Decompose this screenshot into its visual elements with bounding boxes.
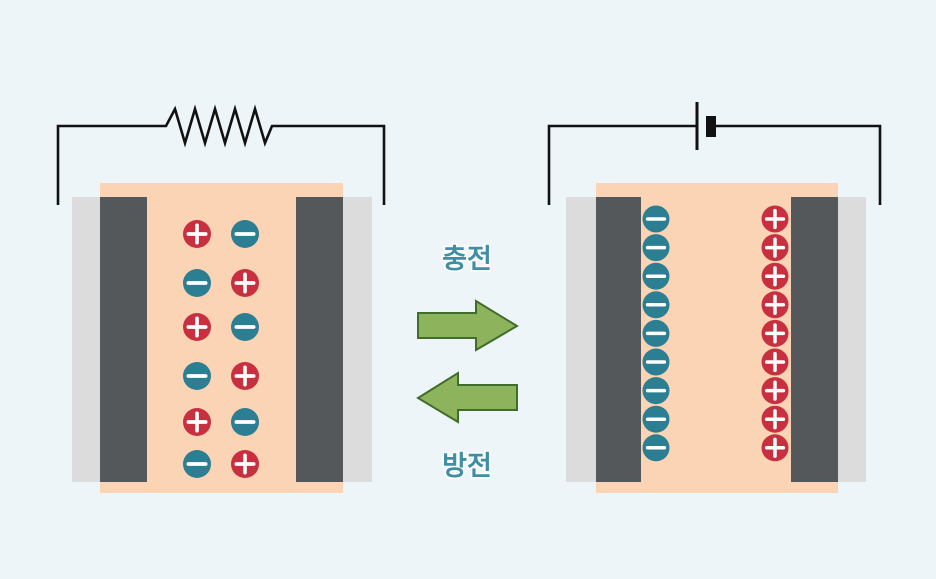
left-cell-electrode-left xyxy=(100,197,147,482)
minus-circle-icon xyxy=(231,408,259,436)
plus-circle-icon xyxy=(761,348,789,376)
plus-circle-icon xyxy=(231,362,259,390)
minus-circle-icon xyxy=(183,362,211,390)
plus-circle-icon xyxy=(761,405,789,433)
right-cell-collector-left xyxy=(566,197,596,482)
charge-label: 충전 xyxy=(442,244,492,275)
right-cell-electrode-right xyxy=(791,197,838,482)
left-cell-electrode-right xyxy=(296,197,343,482)
minus-circle-icon xyxy=(642,234,670,262)
minus-circle-icon xyxy=(642,262,670,290)
plus-circle-icon xyxy=(183,220,211,248)
minus-circle-icon xyxy=(183,269,211,297)
minus-circle-icon xyxy=(642,348,670,376)
right-cell-ions xyxy=(642,205,789,462)
left-cell-collector-right xyxy=(342,197,372,482)
discharge-label: 방전 xyxy=(442,451,492,482)
minus-circle-icon xyxy=(642,434,670,462)
plus-circle-icon xyxy=(231,450,259,478)
left-cell-collector-left xyxy=(72,197,102,482)
arrow-right-icon xyxy=(417,299,519,352)
plus-circle-icon xyxy=(761,234,789,262)
plus-circle-icon xyxy=(761,205,789,233)
minus-circle-icon xyxy=(231,220,259,248)
minus-circle-icon xyxy=(231,313,259,341)
battery-icon xyxy=(695,102,716,150)
plus-circle-icon xyxy=(761,377,789,405)
plus-circle-icon xyxy=(231,269,259,297)
minus-circle-icon xyxy=(642,405,670,433)
plus-circle-icon xyxy=(183,408,211,436)
plus-circle-icon xyxy=(761,262,789,290)
minus-circle-icon xyxy=(642,377,670,405)
plus-circle-icon xyxy=(761,319,789,347)
right-cell-electrode-left xyxy=(596,197,641,482)
arrow-left-icon xyxy=(416,371,518,424)
minus-circle-icon xyxy=(183,450,211,478)
plus-circle-icon xyxy=(183,313,211,341)
left-cell-ions xyxy=(183,220,259,478)
right-cell-collector-right xyxy=(836,197,866,482)
minus-circle-icon xyxy=(642,291,670,319)
right-cell xyxy=(547,102,882,493)
plus-circle-icon xyxy=(761,291,789,319)
minus-circle-icon xyxy=(642,205,670,233)
minus-circle-icon xyxy=(642,319,670,347)
left-cell xyxy=(56,104,386,493)
left-cell-wire xyxy=(56,104,386,205)
plus-circle-icon xyxy=(761,434,789,462)
right-cell-wire xyxy=(547,124,696,205)
right-cell-wire-2 xyxy=(716,124,882,205)
